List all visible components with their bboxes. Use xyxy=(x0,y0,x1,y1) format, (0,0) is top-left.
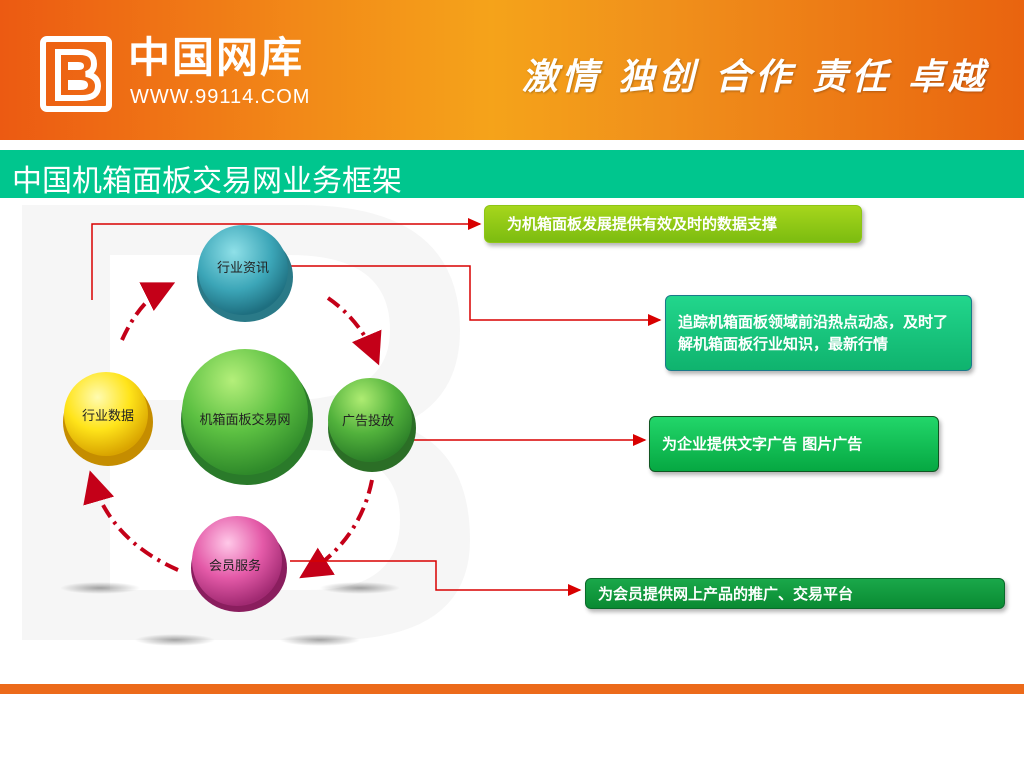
node-industry-news[interactable]: 行业资讯 xyxy=(197,225,293,322)
cycle-arrows xyxy=(83,282,382,579)
desc-text-ads: 为企业提供文字广告 图片广告 xyxy=(662,435,863,453)
bottom-bar xyxy=(0,684,1024,694)
brand-name: 中国网库 xyxy=(128,33,305,82)
watermark-b-icon xyxy=(22,205,470,640)
desc-text-tracking: 追踪机箱面板领域前沿热点动态，及时了解机箱面板行业知识，最新行情 xyxy=(678,313,949,353)
node-label-ad-placement: 广告投放 xyxy=(342,413,394,429)
connector-lines xyxy=(91,218,662,596)
desc-box-tracking: 追踪机箱面板领域前沿热点动态，及时了解机箱面板行业知识，最新行情 xyxy=(665,295,972,371)
desc-box-member-platform: 为会员提供网上产品的推广、交易平台 xyxy=(585,578,1005,609)
desc-box-data-support: 为机箱面板发展提供有效及时的数据支撑 xyxy=(484,205,862,243)
title-bar: 中国机箱面板交易网业务框架 xyxy=(0,150,1024,199)
node-label-industry-news: 行业资讯 xyxy=(217,261,269,276)
desc-text-data-support: 为机箱面板发展提供有效及时的数据支撑 xyxy=(507,215,778,233)
node-industry-data[interactable]: 行业数据 xyxy=(63,372,153,466)
page-title: 中国机箱面板交易网业务框架 xyxy=(12,164,402,199)
node-label-center: 机箱面板交易网 xyxy=(199,412,290,428)
slogan: 激情 独创 合作 责任 卓越 xyxy=(521,56,988,98)
desc-box-ads: 为企业提供文字广告 图片广告 xyxy=(649,416,939,472)
node-ad-placement[interactable]: 广告投放 xyxy=(328,378,416,472)
node-member-service[interactable]: 会员服务 xyxy=(191,516,287,612)
header-banner: 中国网库 WWW.99114.COM 激情 独创 合作 责任 卓越 xyxy=(0,0,1024,140)
desc-text-member-platform: 为会员提供网上产品的推广、交易平台 xyxy=(598,584,854,603)
node-center-platform[interactable]: 机箱面板交易网 xyxy=(181,349,313,485)
brand-logo-icon xyxy=(40,36,112,112)
node-label-industry-data: 行业数据 xyxy=(82,409,134,424)
node-label-member-service: 会员服务 xyxy=(209,558,261,574)
brand-url: WWW.99114.COM xyxy=(130,86,311,108)
